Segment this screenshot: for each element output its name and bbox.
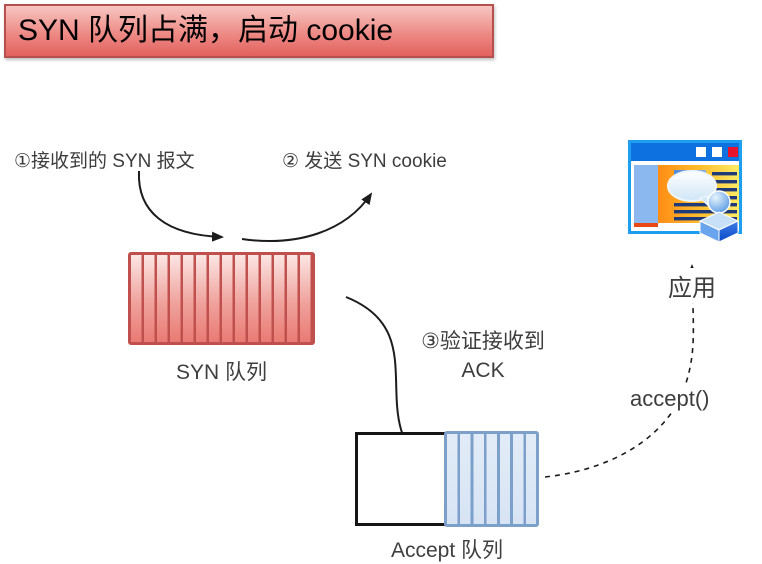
app-label: 应用 xyxy=(662,268,722,303)
step3-line2: ACK xyxy=(461,359,505,382)
accept-queue-label: Accept 队列 xyxy=(390,539,504,562)
title-banner: SYN 队列占满，启动 cookie xyxy=(4,4,494,58)
syn-queue-label: SYN 队列 xyxy=(175,361,267,384)
app-titlebar-button-close xyxy=(728,147,738,157)
arrow-send-cookie xyxy=(241,192,373,242)
accept-queue-filled-box xyxy=(444,431,539,527)
accept-queue-empty-box xyxy=(355,432,447,526)
app-titlebar-button-2 xyxy=(712,147,722,157)
application-window-icon xyxy=(628,140,742,243)
app-sidebar-underline xyxy=(634,223,658,227)
user-figure-icon xyxy=(698,190,740,243)
step3-label: ③验证接收到 ACK xyxy=(402,327,564,385)
app-titlebar-button-1 xyxy=(696,147,706,157)
step2-label: ② 发送 SYN cookie xyxy=(282,151,447,172)
syn-queue-box xyxy=(128,252,315,345)
app-title-bar xyxy=(631,143,739,161)
step1-label: ①接收到的 SYN 报文 xyxy=(14,151,195,172)
arrow-incoming-syn xyxy=(137,170,224,242)
app-sidebar xyxy=(634,165,658,223)
step3-line1: ③验证接收到 xyxy=(421,330,545,353)
accept-call-label: accept() xyxy=(627,386,713,412)
